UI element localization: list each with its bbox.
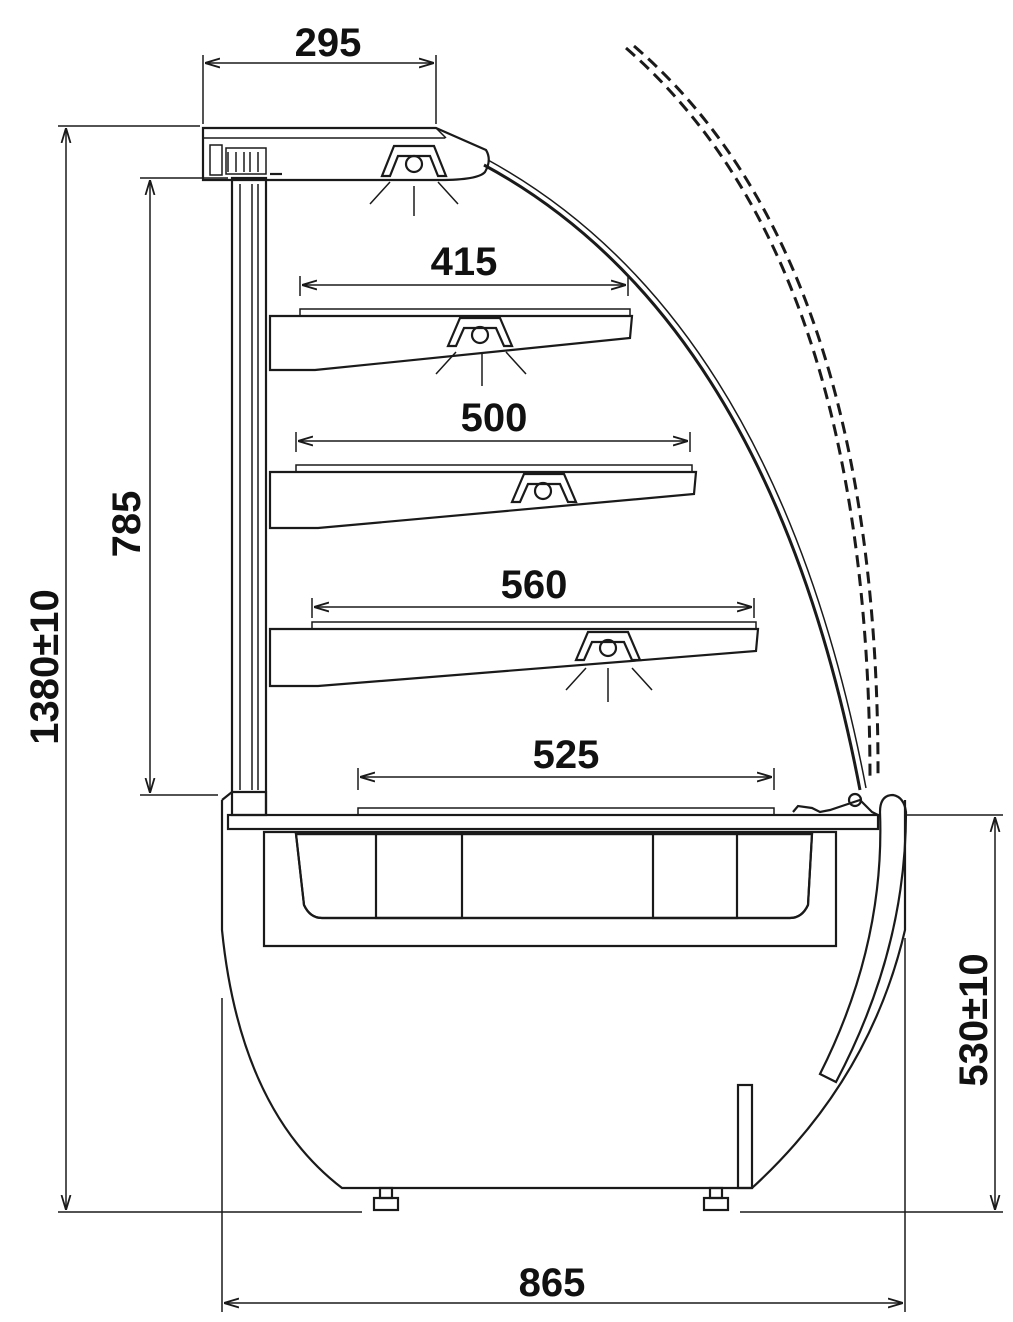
base-shelf-glass [357, 807, 775, 816]
dim-top-depth: 295 [295, 21, 362, 65]
base-cabinet [220, 800, 907, 1190]
dim-counter-height: 530±10 [952, 953, 996, 1086]
hinge-icon [792, 792, 879, 816]
counter-top [226, 813, 880, 831]
front-wood-panel [818, 793, 908, 1084]
foot-left [372, 1186, 400, 1212]
dim-total-height: 1380±10 [23, 589, 67, 744]
shelf-1 [268, 308, 634, 386]
dim-shelf-1: 415 [431, 240, 498, 284]
lamp-icon [369, 144, 459, 216]
front-glass-open-position [625, 46, 872, 781]
dim-base-shelf: 525 [533, 733, 600, 777]
cooling-block-right [651, 831, 739, 920]
rear-column [221, 176, 268, 817]
top-canopy [201, 126, 490, 182]
foot-right [702, 1186, 730, 1212]
cooling-block-left [374, 831, 464, 920]
shelf-2 [268, 464, 698, 530]
shelf-3 [268, 621, 760, 702]
dim-shelf-2: 500 [461, 396, 528, 440]
rear-wood-post [736, 1083, 754, 1190]
dim-total-depth: 865 [519, 1261, 586, 1305]
dimension-lines [58, 55, 1003, 1312]
insulation-tray [262, 830, 838, 948]
dim-shelving-height: 785 [105, 491, 149, 558]
dim-shelf-3: 560 [501, 563, 568, 607]
front-glass [483, 163, 862, 791]
